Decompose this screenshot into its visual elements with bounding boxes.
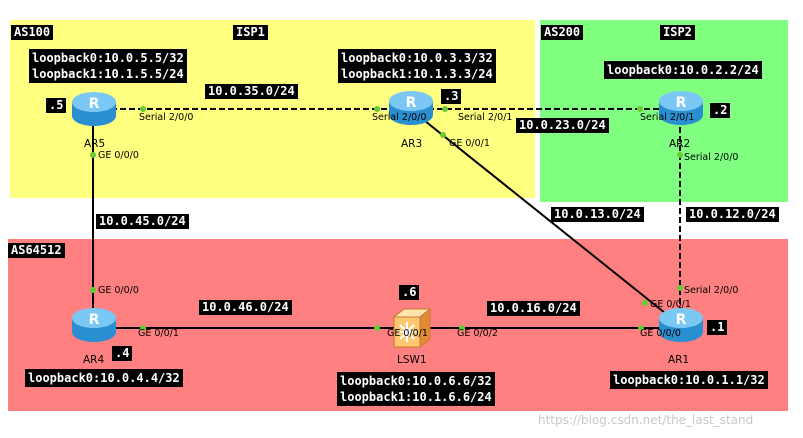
port-label-ar2-s201: Serial 2/0/1: [640, 112, 695, 123]
zone-as-label: AS100: [11, 25, 54, 40]
port-dot: [140, 325, 146, 331]
subnet-label-ar5-ar3: 10.0.35.0/24: [205, 84, 298, 99]
ar3-name: AR3: [401, 138, 423, 150]
ar1-id-label: .1: [707, 320, 728, 335]
subnet-label-ar3-ar2: 10.0.23.0/24: [516, 118, 609, 133]
ar4-loopbacks: loopback0:10.0.4.4/32: [25, 369, 183, 387]
svg-text:R: R: [676, 95, 687, 111]
port-label-ar5-ge000: GE 0/0/0: [98, 150, 139, 161]
subnet-label-ar5-ar4: 10.0.45.0/24: [96, 214, 189, 229]
port-dot: [677, 285, 683, 291]
ar2-name: AR2: [669, 138, 691, 150]
zone-as-label: AS64512: [8, 243, 65, 258]
port-label-ar4-ge001: GE 0/0/1: [138, 328, 179, 339]
port-label-ar4-ge000: GE 0/0/0: [98, 285, 139, 296]
svg-text:R: R: [676, 312, 687, 328]
port-label-lsw1-ge002: GE 0/0/2: [457, 328, 498, 339]
port-label-ar1-ge001: GE 0/0/1: [650, 299, 691, 310]
port-dot: [459, 325, 465, 331]
router-icon[interactable]: R: [657, 306, 705, 346]
router-icon[interactable]: R: [657, 89, 705, 129]
lsw1-id-label: .6: [399, 285, 420, 300]
ar1-loopbacks: loopback0:10.0.1.1/32: [610, 371, 768, 389]
port-dot: [140, 106, 146, 112]
zone-as-label: AS200: [541, 25, 584, 40]
port-dot: [677, 152, 683, 158]
ar3-id-label: .3: [441, 89, 462, 104]
port-label-ar3-s200: Serial 2/0/0: [372, 112, 427, 123]
ar5-name: AR5: [84, 138, 106, 150]
port-label-ar3-s201: Serial 2/0/1: [458, 112, 513, 123]
subnet-label-ar3-ar1: 10.0.13.0/24: [551, 207, 644, 222]
port-dot: [374, 106, 380, 112]
ar5-id-label: .5: [46, 98, 67, 113]
link-ar3-ar1: [409, 108, 681, 326]
port-dot: [442, 106, 448, 112]
zone-isp-label: ISP1: [233, 25, 268, 40]
ar4-name: AR4: [83, 354, 105, 366]
port-dot: [638, 325, 644, 331]
port-label-lsw1-ge001: GE 0/0/1: [387, 328, 428, 339]
svg-text:R: R: [406, 95, 417, 111]
ar4-id-label: .4: [112, 346, 133, 361]
port-label-ar5-s200: Serial 2/0/0: [139, 112, 194, 123]
ar1-name: AR1: [668, 354, 690, 366]
subnet-label-lsw1-ar1: 10.0.16.0/24: [487, 301, 580, 316]
port-dot: [440, 132, 446, 138]
ar2-id-label: .2: [710, 103, 731, 118]
router-icon[interactable]: R: [70, 306, 118, 346]
lsw1-name: LSW1: [397, 354, 427, 366]
port-label-ar1-s200: Serial 2/0/0: [684, 285, 739, 296]
port-dot: [642, 300, 648, 306]
port-label-ar3-ge001: GE 0/0/1: [449, 138, 490, 149]
port-dot: [90, 152, 96, 158]
port-dot: [374, 325, 380, 331]
svg-text:R: R: [89, 312, 100, 328]
zone-isp-label: ISP2: [660, 25, 695, 40]
port-label-ar2-s200: Serial 2/0/0: [684, 152, 739, 163]
port-label-ar1-ge000: GE 0/0/0: [640, 328, 681, 339]
ar2-loopbacks: loopback0:10.0.2.2/24: [604, 61, 762, 79]
switch-icon[interactable]: [390, 307, 434, 349]
subnet-label-ar2-ar1: 10.0.12.0/24: [686, 207, 779, 222]
svg-text:R: R: [89, 96, 100, 112]
router-icon[interactable]: R: [70, 90, 118, 130]
port-dot: [637, 106, 643, 112]
watermark: https://blog.csdn.net/the_last_stand: [538, 413, 754, 427]
port-dot: [90, 287, 96, 293]
router-icon[interactable]: R: [387, 89, 435, 129]
subnet-label-ar4-lsw1: 10.0.46.0/24: [199, 300, 292, 315]
